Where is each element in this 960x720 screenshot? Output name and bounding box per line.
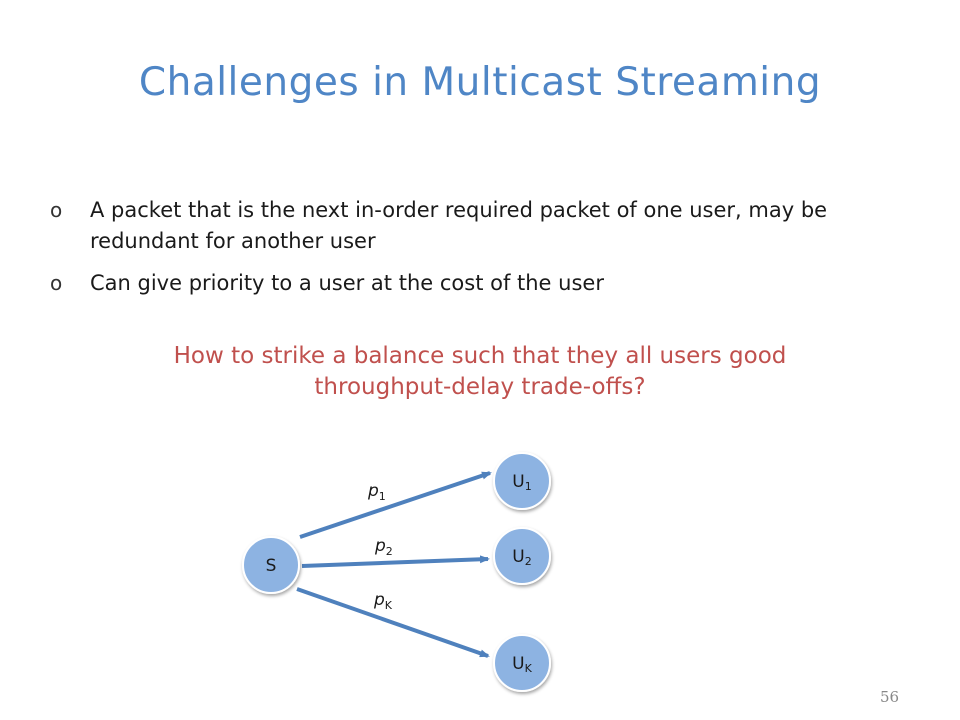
edge-to-u2 (301, 555, 490, 568)
source-node-label: S (266, 556, 277, 576)
question-line: How to strike a balance such that they a… (173, 343, 787, 369)
edge-to-uk (296, 587, 490, 658)
user-node-label: U1 (512, 472, 531, 493)
edge-label-p2: p2 (374, 536, 393, 558)
bullet-marker: o (50, 271, 63, 295)
bullet-text: Can give priority to a user at the cost … (90, 271, 604, 295)
slide-title: Challenges in Multicast Streaming (138, 60, 822, 105)
user-node-k: UK (493, 634, 551, 692)
question-line: throughput-delay trade-offs? (314, 374, 646, 400)
user-node-label: U2 (512, 547, 531, 568)
bullet-list: o A packet that is the next in-order req… (50, 195, 930, 310)
page-number: 56 (880, 688, 900, 706)
bullet-marker: o (50, 198, 63, 222)
edge-label-p1: p1 (367, 481, 386, 503)
user-node-1: U1 (493, 452, 551, 510)
key-question: How to strike a balance such that they a… (60, 341, 900, 403)
source-node: S (242, 536, 300, 594)
bullet-item: o Can give priority to a user at the cos… (50, 268, 930, 299)
bullet-text: A packet that is the next in-order requi… (90, 198, 828, 253)
user-node-label: UK (512, 654, 532, 675)
bullet-item: o A packet that is the next in-order req… (50, 195, 930, 257)
user-node-2: U2 (493, 527, 551, 585)
edge-label-pk: pK (373, 590, 393, 612)
edge-to-u1 (299, 471, 492, 539)
